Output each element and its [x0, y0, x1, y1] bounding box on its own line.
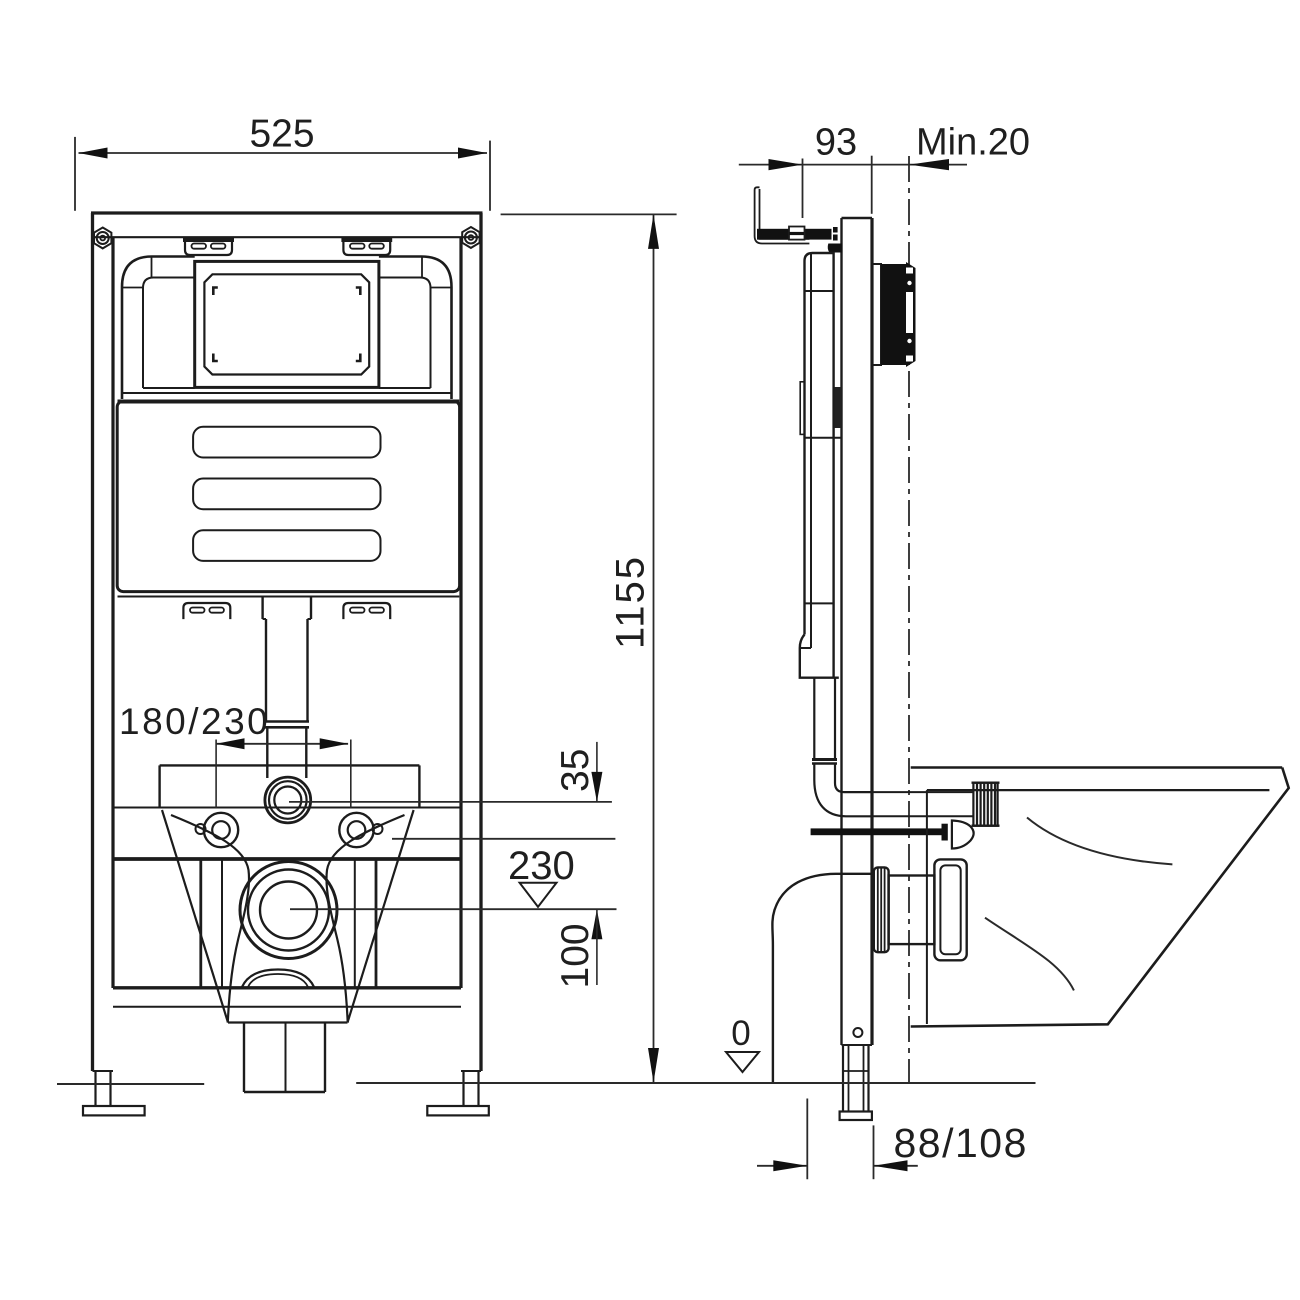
svg-text:1155: 1155: [609, 555, 653, 649]
svg-text:Min.20: Min.20: [916, 122, 1030, 164]
svg-text:35: 35: [554, 749, 597, 792]
svg-text:230: 230: [508, 844, 575, 888]
svg-text:88/108: 88/108: [894, 1120, 1028, 1166]
svg-text:93: 93: [815, 122, 857, 164]
svg-text:0: 0: [731, 1014, 750, 1053]
svg-text:100: 100: [554, 923, 597, 988]
svg-text:180/230: 180/230: [119, 701, 270, 742]
svg-text:525: 525: [249, 113, 314, 156]
